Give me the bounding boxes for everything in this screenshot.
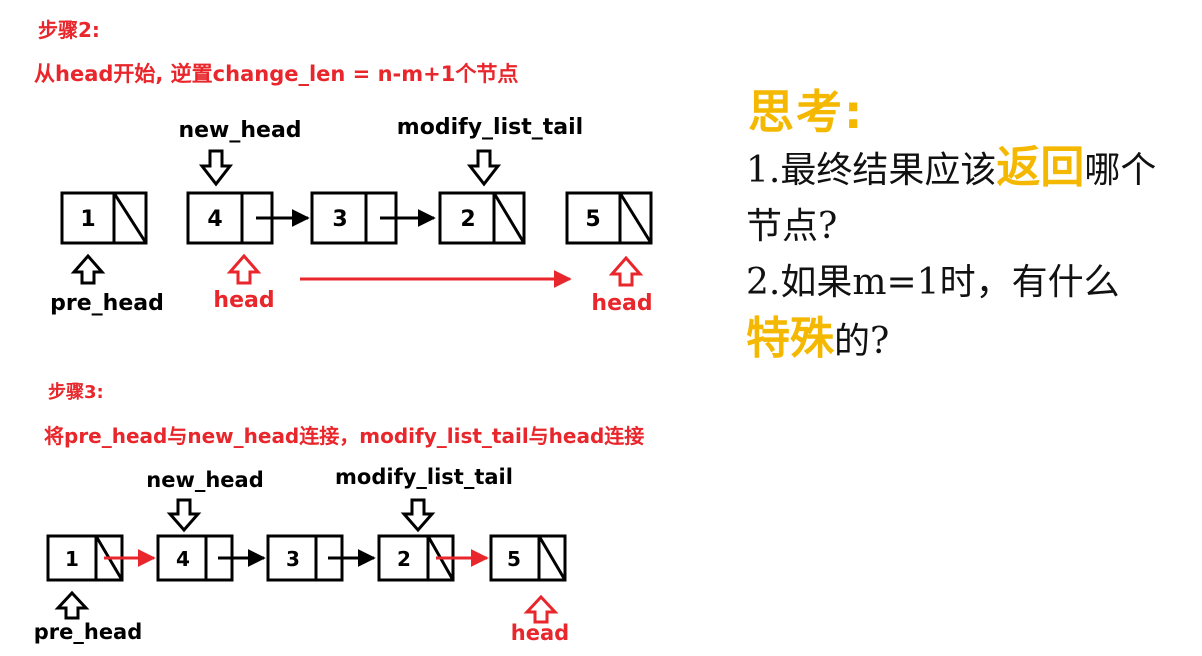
up-arrow-icon bbox=[608, 255, 644, 287]
question-2-number: 2. bbox=[746, 262, 781, 303]
question-2-text-b: 的? bbox=[834, 321, 890, 362]
step3-diagram: 1 4 3 2 5 n bbox=[34, 465, 569, 645]
step3-node-2-value: 2 bbox=[397, 547, 411, 571]
step3-new-head-label: new_head bbox=[146, 468, 264, 492]
question-2: 2.如果m=1时，有什么特殊的? bbox=[746, 255, 1186, 370]
question-2-text-a: 如果m=1时，有什么 bbox=[780, 262, 1120, 303]
step2-title: 步骤2: bbox=[38, 18, 100, 42]
step2-node-2: 2 bbox=[438, 191, 526, 245]
question-1-highlight: 返回 bbox=[996, 142, 1085, 193]
step3-node-3: 3 bbox=[266, 534, 344, 582]
down-arrow-icon bbox=[400, 498, 436, 533]
question-1-number: 1. bbox=[746, 150, 781, 191]
question-1-text-b: 哪个节点? bbox=[746, 150, 1157, 247]
step2-node-2-value: 2 bbox=[460, 207, 475, 232]
step2-new-head-label: new_head bbox=[178, 118, 301, 143]
linked-list-diagrams: 1 4 3 2 5 new_head bbox=[34, 115, 653, 645]
down-arrow-icon bbox=[166, 498, 202, 533]
step2-node-1-value: 1 bbox=[80, 207, 95, 232]
down-arrow-icon bbox=[198, 149, 234, 187]
think-questions: 1.最终结果应该返回哪个节点? 2.如果m=1时，有什么特殊的? bbox=[746, 140, 1186, 370]
step3-node-1-value: 1 bbox=[65, 547, 79, 571]
question-1-text-a: 最终结果应该 bbox=[780, 150, 997, 191]
step2-description: 从head开始, 逆置change_len = n-m+1个节点 bbox=[34, 62, 519, 86]
step3-description: 将pre_head与new_head连接，modify_list_tail与he… bbox=[44, 424, 645, 448]
step2-node-3-value: 3 bbox=[332, 207, 347, 232]
question-1: 1.最终结果应该返回哪个节点? bbox=[746, 140, 1186, 255]
step3-node-1: 1 bbox=[46, 534, 124, 582]
step2-diagram: 1 4 3 2 5 new_head bbox=[50, 115, 652, 316]
down-arrow-icon bbox=[466, 149, 502, 187]
up-arrow-icon bbox=[54, 590, 90, 620]
step2-node-4: 4 bbox=[186, 191, 274, 245]
step2-node-4-value: 4 bbox=[207, 207, 222, 232]
step2-head-label-left: head bbox=[213, 288, 274, 313]
up-arrow-icon bbox=[523, 594, 559, 624]
step3-head-label: head bbox=[511, 621, 569, 645]
step2-modify-list-tail-label: modify_list_tail bbox=[397, 115, 583, 140]
question-2-highlight: 特殊 bbox=[746, 313, 834, 364]
up-arrow-icon bbox=[70, 253, 106, 285]
think-title: 思考: bbox=[748, 85, 865, 139]
step2-node-1: 1 bbox=[60, 191, 148, 245]
step3-node-5: 5 bbox=[489, 534, 567, 582]
step3-modify-list-tail-label: modify_list_tail bbox=[335, 465, 513, 489]
step3-pre-head-label: pre_head bbox=[34, 620, 143, 644]
step2-pre-head-label: pre_head bbox=[50, 291, 164, 316]
step3-node-4-value: 4 bbox=[176, 547, 190, 571]
step2-node-5-value: 5 bbox=[585, 207, 600, 232]
step3-node-5-value: 5 bbox=[507, 547, 521, 571]
step3-node-3-value: 3 bbox=[286, 547, 300, 571]
step2-node-5: 5 bbox=[565, 191, 653, 245]
up-arrow-icon bbox=[226, 253, 262, 285]
step3-title: 步骤3: bbox=[48, 382, 104, 403]
step2-head-label-right: head bbox=[591, 291, 652, 316]
